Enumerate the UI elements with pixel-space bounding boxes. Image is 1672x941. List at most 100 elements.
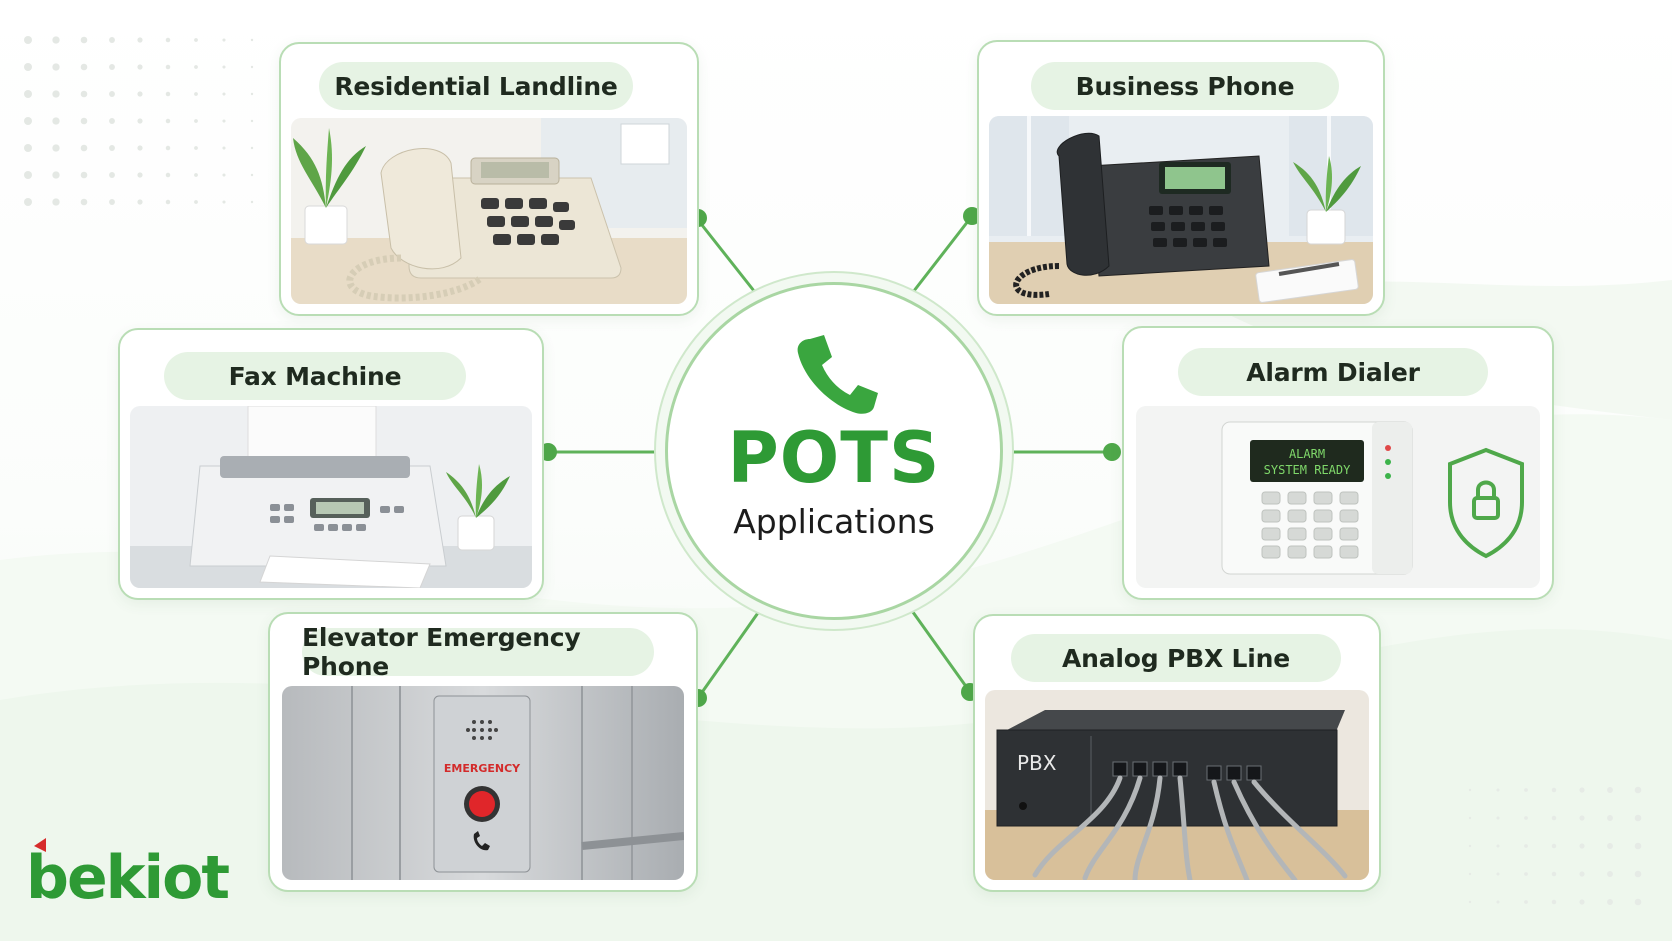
- decorative-dot: [250, 119, 254, 123]
- decorative-dot: [250, 200, 254, 204]
- decorative-dot: [194, 92, 198, 96]
- decorative-dot: [1496, 844, 1500, 848]
- card-alarm-dialer: ALARM SYSTEM READY Alarm Dialer: [1122, 326, 1554, 600]
- pbx-box-icon: PBX: [996, 710, 1345, 827]
- decorative-dot: [137, 145, 143, 151]
- elevator-panel-illustration: EMERGENCY: [282, 686, 684, 880]
- decorative-dot: [109, 64, 115, 70]
- decorative-dot: [1607, 815, 1613, 821]
- decorative-dot: [137, 91, 143, 97]
- decorative-dot: [109, 37, 115, 43]
- decorative-dot: [194, 38, 198, 42]
- decorative-dot: [1551, 899, 1557, 905]
- decorative-dot-grid-right: [1468, 786, 1642, 906]
- decorative-dot: [80, 63, 88, 71]
- decorative-dot: [1579, 899, 1585, 905]
- decorative-dot: [222, 119, 226, 123]
- decorative-dot: [52, 198, 60, 206]
- decorative-dot: [24, 171, 32, 179]
- phone-handset-icon: [797, 335, 878, 414]
- decorative-dot: [24, 144, 32, 152]
- decorative-dot: [52, 171, 60, 179]
- decorative-dot: [1607, 843, 1613, 849]
- decorative-dot: [1607, 871, 1613, 877]
- emergency-text: EMERGENCY: [444, 762, 521, 775]
- decorative-dot: [1524, 872, 1528, 876]
- decorative-dot: [80, 171, 88, 179]
- fax-machine-illustration: [130, 406, 532, 588]
- central-hub: POTS Applications: [665, 282, 1003, 620]
- decorative-dot: [52, 63, 60, 71]
- plant-icon: [1293, 156, 1361, 245]
- decorative-dot: [109, 91, 115, 97]
- decorative-dot: [24, 36, 32, 44]
- decorative-dot: [1579, 843, 1585, 849]
- decorative-dot: [1468, 872, 1472, 876]
- decorative-dot: [165, 91, 171, 97]
- decorative-dot: [250, 65, 254, 69]
- hub-title: POTS: [727, 417, 941, 499]
- decorative-dot: [1551, 815, 1557, 821]
- alarm-screen-line2: SYSTEM READY: [1264, 463, 1351, 477]
- decorative-dot: [80, 117, 88, 125]
- decorative-dot: [222, 65, 226, 69]
- card-fax-machine: Fax Machine: [118, 328, 544, 600]
- decorative-dot: [109, 145, 115, 151]
- decorative-dot: [222, 38, 226, 42]
- alarm-dialer-illustration: ALARM SYSTEM READY: [1136, 406, 1540, 588]
- landline-phone-icon: [346, 148, 622, 302]
- decorative-dot: [80, 198, 88, 206]
- decorative-dot: [1634, 814, 1642, 822]
- decorative-dot: [24, 117, 32, 125]
- decorative-dot: [165, 37, 171, 43]
- residential-phone-illustration: [291, 118, 687, 304]
- decorative-dot: [1579, 815, 1585, 821]
- decorative-dot: [137, 64, 143, 70]
- decorative-dot: [250, 92, 254, 96]
- decorative-dot: [1524, 816, 1528, 820]
- shield-lock-icon: [1448, 447, 1524, 559]
- decorative-dot: [165, 199, 171, 205]
- decorative-dot: [24, 198, 32, 206]
- decorative-dot: [165, 64, 171, 70]
- decorative-dot: [52, 90, 60, 98]
- card-residential-landline: Residential Landline: [279, 42, 699, 316]
- decorative-dot: [1524, 844, 1528, 848]
- elevator-emergency-phone-label: Elevator Emergency Phone: [302, 623, 654, 681]
- card-elevator-emergency-phone: EMERGENCY Elevator Emergency Phone: [268, 612, 698, 892]
- hub-subtitle: Applications: [733, 502, 935, 541]
- decorative-dot: [52, 117, 60, 125]
- decorative-dot: [194, 173, 198, 177]
- decorative-dot: [1634, 870, 1642, 878]
- decorative-dot: [250, 173, 254, 177]
- fax-machine-icon: [189, 406, 447, 588]
- decorative-dot: [250, 146, 254, 150]
- pbx-device-illustration: PBX: [985, 690, 1369, 880]
- decorative-dot: [194, 146, 198, 150]
- decorative-dot: [1551, 787, 1557, 793]
- decorative-dot: [1634, 786, 1642, 794]
- decorative-dot: [1496, 788, 1500, 792]
- decorative-dot: [109, 118, 115, 124]
- decorative-dot: [1579, 871, 1585, 877]
- decorative-dot: [1579, 787, 1585, 793]
- decorative-dot: [1634, 898, 1642, 906]
- decorative-dot: [1496, 900, 1500, 904]
- decorative-dot: [194, 65, 198, 69]
- phone-icon: [473, 831, 490, 851]
- decorative-dot: [109, 199, 115, 205]
- decorative-dot: [52, 36, 60, 44]
- decorative-dot: [1496, 816, 1500, 820]
- pbx-text: PBX: [1017, 751, 1057, 775]
- business-phone-illustration: [989, 116, 1373, 304]
- decorative-dot: [137, 37, 143, 43]
- plant-icon: [446, 464, 510, 551]
- decorative-dot: [1551, 871, 1557, 877]
- decorative-dot: [222, 92, 226, 96]
- decorative-dot: [1524, 788, 1528, 792]
- decorative-dot: [1524, 900, 1528, 904]
- decorative-dot: [80, 36, 88, 44]
- decorative-dot: [24, 90, 32, 98]
- decorative-dot: [24, 63, 32, 71]
- decorative-dot-grid: [24, 36, 254, 206]
